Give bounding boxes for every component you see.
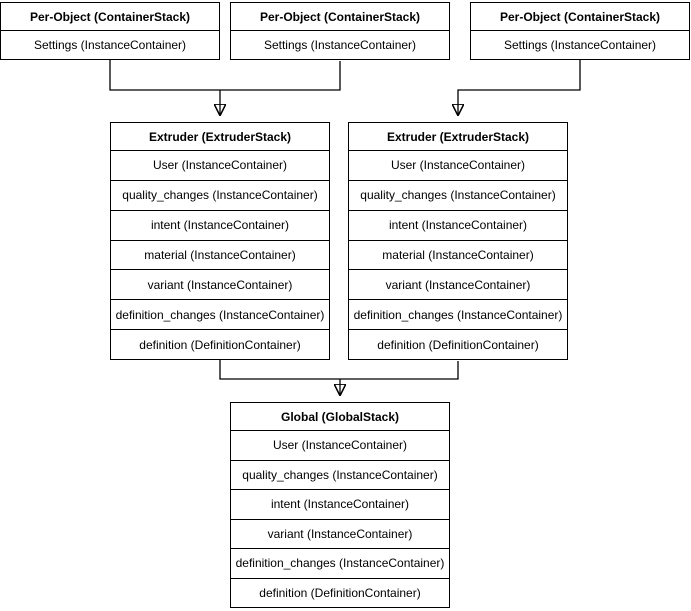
edge-into-extruder-right: [458, 60, 581, 114]
extruder-1-row-variant: variant (InstanceContainer): [111, 270, 329, 301]
node-per-object-stack-1: Per-Object (ContainerStack) Settings (In…: [0, 2, 220, 60]
edge-perobject12-join: [109, 60, 341, 91]
global-row-quality-changes: quality_changes (InstanceContainer): [231, 461, 449, 490]
extruder-1-row-user: User (InstanceContainer): [111, 151, 329, 181]
extruder-stack-2-title: Extruder (ExtruderStack): [349, 123, 567, 151]
extruder-2-row-quality-changes: quality_changes (InstanceContainer): [349, 181, 567, 211]
extruder-2-row-intent: intent (InstanceContainer): [349, 211, 567, 241]
extruder-1-row-definition: definition (DefinitionContainer): [139, 337, 301, 352]
extruder-1-row-material: material (InstanceContainer): [111, 241, 329, 271]
extruder-stack-1-title: Extruder (ExtruderStack): [111, 123, 329, 151]
node-per-object-stack-2: Per-Object (ContainerStack) Settings (In…: [230, 2, 450, 60]
global-row-definition-changes: definition_changes (InstanceContainer): [231, 549, 449, 579]
node-extruder-stack-1: Extruder (ExtruderStack) User (InstanceC…: [110, 122, 330, 360]
extruder-1-row-intent: intent (InstanceContainer): [111, 211, 329, 241]
global-row-variant: variant (InstanceContainer): [231, 520, 449, 549]
per-object-2-row-settings: Settings (InstanceContainer): [263, 38, 417, 52]
extruder-2-row-variant: variant (InstanceContainer): [349, 270, 567, 301]
extruder-1-row-definition-changes: definition_changes (InstanceContainer): [111, 300, 329, 331]
per-object-stack-3-title: Per-Object (ContainerStack): [471, 3, 689, 31]
edge-extruders-join: [219, 360, 459, 380]
extruder-2-row-material: material (InstanceContainer): [349, 241, 567, 271]
node-global-stack: Global (GlobalStack) User (InstanceConta…: [230, 402, 450, 608]
global-row-intent: intent (InstanceContainer): [231, 490, 449, 520]
global-stack-title: Global (GlobalStack): [231, 403, 449, 431]
extruder-2-row-definition: definition (DefinitionContainer): [377, 337, 539, 352]
global-row-user: User (InstanceContainer): [231, 431, 449, 461]
extruder-2-row-definition-changes: definition_changes (InstanceContainer): [349, 300, 567, 331]
extruder-1-row-quality-changes: quality_changes (InstanceContainer): [111, 181, 329, 211]
node-per-object-stack-3: Per-Object (ContainerStack) Settings (In…: [470, 2, 690, 60]
per-object-stack-1-title: Per-Object (ContainerStack): [1, 3, 219, 31]
per-object-stack-2-title: Per-Object (ContainerStack): [231, 3, 449, 31]
per-object-3-row-settings: Settings (InstanceContainer): [503, 38, 657, 52]
per-object-1-row-settings: Settings (InstanceContainer): [33, 38, 187, 52]
global-row-definition: definition (DefinitionContainer): [259, 585, 421, 600]
extruder-2-row-user: User (InstanceContainer): [349, 151, 567, 181]
node-extruder-stack-2: Extruder (ExtruderStack) User (InstanceC…: [348, 122, 568, 360]
